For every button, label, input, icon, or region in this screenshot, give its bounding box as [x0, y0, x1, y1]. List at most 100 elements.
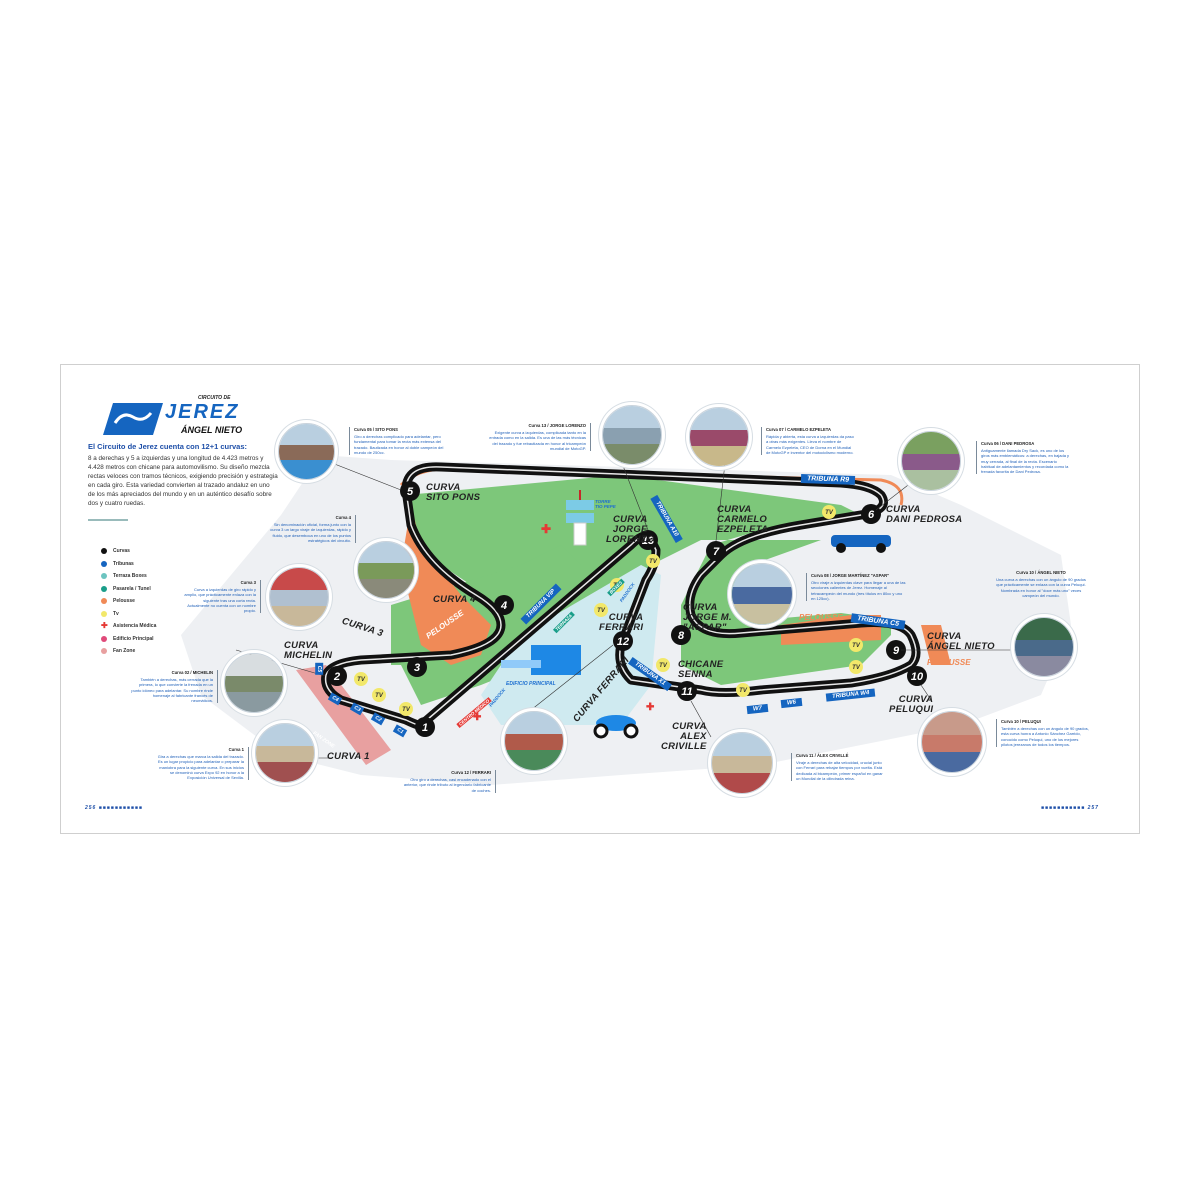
walkway-dot-icon	[101, 585, 107, 592]
svg-text:TV: TV	[659, 663, 668, 669]
svg-text:5: 5	[407, 486, 414, 498]
race-car	[831, 535, 891, 547]
svg-text:4: 4	[500, 600, 507, 612]
photo-curve-7	[689, 407, 749, 467]
map-legend: Curvas Tribunas Terraza Boxes Pasarela /…	[101, 545, 156, 658]
curve-dot-icon	[101, 548, 107, 555]
building-dot-icon	[101, 635, 107, 642]
photo-curve-13	[602, 405, 662, 465]
legend-item-tribunas: Tribunas	[101, 558, 156, 571]
logo-sub-text: ÁNGEL NIETO	[181, 425, 243, 435]
photo-curve-2	[224, 653, 284, 713]
pelousse-dot-icon	[101, 598, 107, 605]
circuit-map: ✚ ✚ ✚ 1 2 3 4 5 6 7 8 9 10 11 12 13 TV T…	[181, 434, 1071, 785]
svg-text:6: 6	[868, 509, 875, 521]
fanzone-dot-icon	[101, 648, 107, 655]
label-pelousse-3: PELOUSSE	[927, 658, 971, 667]
svg-text:7: 7	[713, 546, 720, 558]
terrace-dot-icon	[101, 573, 107, 580]
grandstand-r9: TRIBUNA R9	[800, 474, 856, 485]
svg-text:TV: TV	[649, 559, 658, 565]
legend-item-curvas: Curvas	[101, 545, 156, 558]
grandstand-c5-small: C5	[315, 662, 324, 676]
svg-text:2: 2	[333, 671, 340, 683]
photo-curve-5	[278, 423, 335, 480]
svg-text:13: 13	[642, 535, 654, 547]
photo-curve-11	[711, 732, 773, 794]
legend-item-building: Edificio Principal	[101, 633, 156, 646]
pelousse-area-1	[401, 505, 491, 665]
legend-item-tv: Tv	[101, 608, 156, 621]
svg-text:TV: TV	[357, 677, 366, 683]
tower-base	[573, 522, 587, 546]
medical-cross-icon: ✚	[101, 621, 108, 631]
page-number-left: 256 ■■■■■■■■■■■	[85, 805, 143, 811]
legend-item-fanzone: Fan Zone	[101, 645, 156, 658]
svg-text:TV: TV	[402, 707, 411, 713]
bike-wheel	[623, 723, 639, 739]
label-edificio-principal: EDIFICIO PRINCIPAL	[506, 681, 556, 687]
legend-item-medical: ✚Asistencia Médica	[101, 621, 157, 631]
intro-title: El Circuito de Jerez cuenta con 12+1 cur…	[88, 442, 248, 451]
photo-curve-1	[255, 723, 315, 783]
svg-text:3: 3	[414, 662, 420, 674]
svg-text:TV: TV	[852, 665, 861, 671]
legend-item-terraza: Terraza Boxes	[101, 570, 156, 583]
svg-text:8: 8	[678, 630, 685, 642]
svg-text:9: 9	[893, 645, 900, 657]
main-building-wing	[501, 660, 541, 668]
legend-item-pelousse: Pelousse	[101, 595, 156, 608]
magazine-spread: ✚ ✚ ✚ 1 2 3 4 5 6 7 8 9 10 11 12 13 TV T…	[60, 364, 1140, 834]
svg-text:11: 11	[681, 686, 692, 698]
callout-curve-8: Curva 08 / JORGE MARTÍNEZ "ASPAR"Otro vi…	[806, 573, 906, 602]
divider	[88, 519, 128, 521]
circuit-logo: CIRCUITO DE JEREZ ÁNGEL NIETO	[103, 395, 253, 445]
medical-cross-icon: ✚	[541, 522, 551, 536]
svg-text:TV: TV	[852, 643, 861, 649]
photo-curve-9	[1014, 617, 1074, 677]
intro-body: 8 a derechas y 5 a izquierdas y una long…	[88, 455, 278, 507]
medical-cross-icon: ✚	[646, 702, 655, 713]
car-wheel	[876, 543, 886, 553]
photo-curve-6	[901, 431, 961, 491]
logo-emblem-icon	[103, 403, 163, 435]
photo-curve-12	[504, 711, 564, 771]
race-track-line	[324, 466, 917, 727]
tv-dot-icon	[101, 610, 107, 617]
label-pelousse-2: PELOUSSE	[799, 613, 843, 622]
tower-mid	[566, 513, 594, 523]
fan-zone	[296, 665, 391, 765]
grandstand-dot-icon	[101, 560, 107, 567]
page-number-right: ■■■■■■■■■■■ 257	[1041, 805, 1099, 811]
svg-text:TV: TV	[825, 510, 834, 516]
logo-top-text: CIRCUITO DE	[198, 395, 231, 401]
svg-text:TV: TV	[739, 688, 748, 694]
svg-text:TV: TV	[375, 693, 384, 699]
svg-text:10: 10	[911, 671, 924, 683]
medical-cross-icon: ✚	[473, 712, 482, 723]
photo-curve-4	[357, 541, 415, 599]
tower-top	[566, 500, 594, 510]
legend-item-pasarela: Pasarela / Tunel	[101, 583, 156, 596]
